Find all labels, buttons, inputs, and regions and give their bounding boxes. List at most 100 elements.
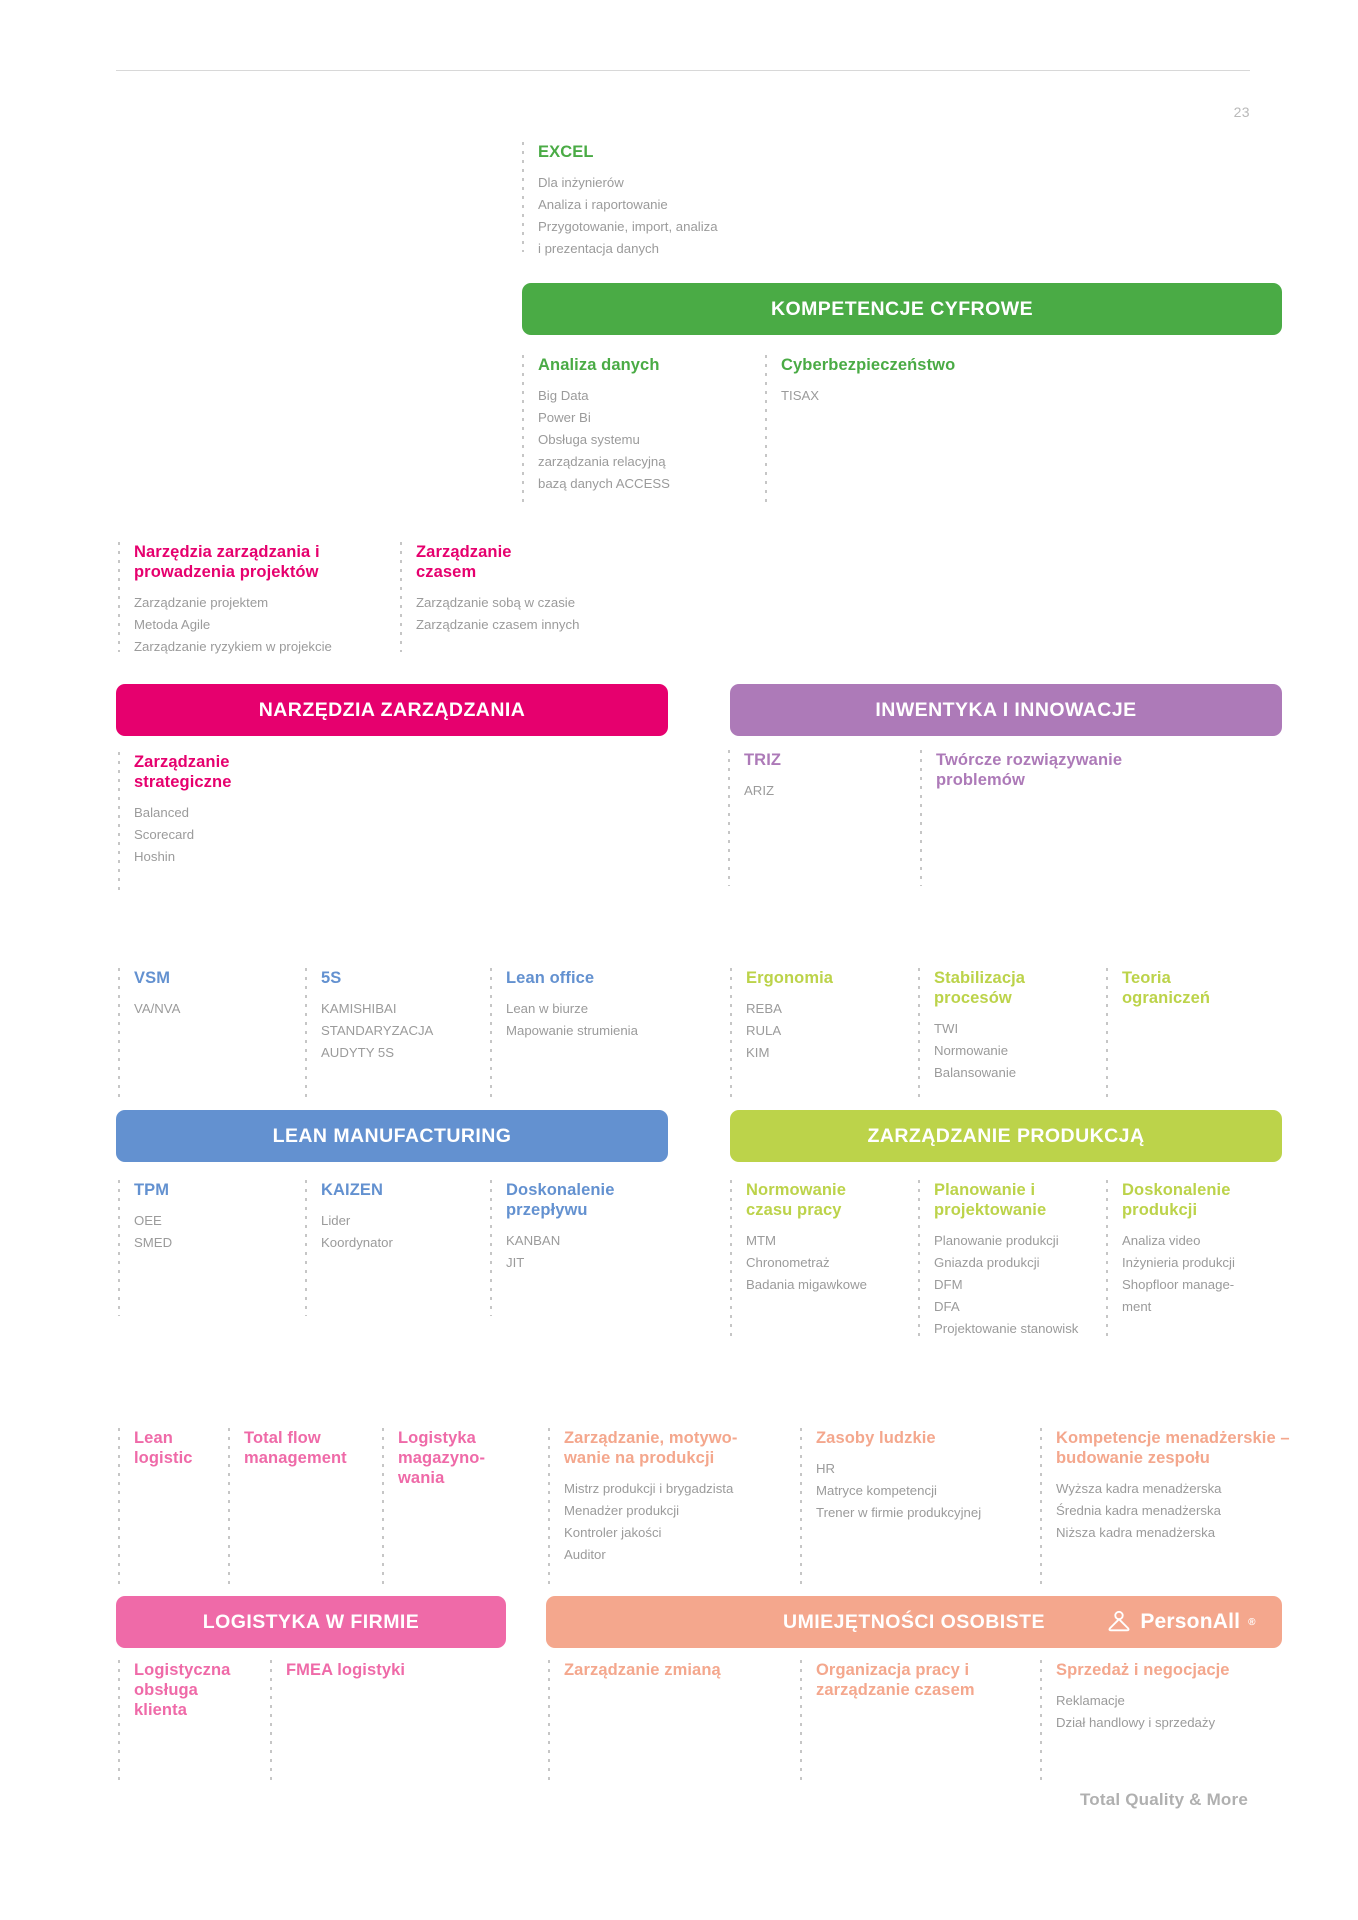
list-item: Mapowanie strumienia [506,1023,638,1039]
column-heading: 5S [321,969,342,987]
section-banner-kompetencje-cyfrowe[interactable]: KOMPETENCJE CYFROWE [522,283,1282,335]
section-banner-logistyka-w-firmie[interactable]: LOGISTYKA W FIRMIE [116,1596,506,1648]
column-heading: Cyberbezpieczeństwo [781,356,956,374]
list-item: OEE [134,1213,162,1229]
page-number: 23 [1233,104,1250,120]
column-zarzadzanie-motywowanie: Zarządzanie, motywo-wanie na produkcji M… [548,1428,788,1588]
column-heading: Lean office [506,969,595,987]
list-item: bazą danych ACCESS [538,475,670,491]
list-item: HR [816,1461,836,1477]
column-triz: TRIZ ARIZ [728,750,918,886]
column-heading: Zarządzanie strategiczne [134,753,232,792]
registered-mark: ® [1248,1616,1256,1628]
person-hanger-icon [1108,1610,1130,1632]
column-heading: Zasoby ludzkie [816,1429,936,1447]
column-heading: Lean logistic [134,1429,193,1468]
section-banner-umiejetnosci-osobiste[interactable]: UMIEJĘTNOŚCI OSOBISTE PersonAll ® [546,1596,1282,1648]
column-item-list: KAMISHIBAI STANDARYZACJA AUDYTY 5S [321,998,485,1064]
column-heading: KAIZEN [321,1181,384,1199]
column-analiza-danych: Analiza danych Big Data Power Bi Obsługa… [522,355,762,503]
column-item-list: Zarządzanie projektem Metoda Agile Zarzą… [134,592,388,658]
list-item: Reklamacje [1056,1693,1125,1709]
column-heading: Zarządzanie, motywo-wanie na produkcji [564,1429,738,1468]
column-doskonalenie-przeplywu: Doskonalenie przepływu KANBAN JIT [490,1180,690,1316]
banner-title: ZARZĄDZANIE PRODUKCJĄ [867,1124,1145,1147]
column-heading: Zarządzanie zmianą [564,1661,721,1679]
column-item-list: Planowanie produkcji Gniazda produkcji D… [934,1230,1103,1340]
list-item: ARIZ [744,783,775,799]
section-banner-lean-manufacturing[interactable]: LEAN MANUFACTURING [116,1110,668,1162]
column-item-list: Reklamacje Dział handlowy i sprzedaży [1056,1690,1290,1734]
footer-tagline: Total Quality & More [1079,1790,1248,1809]
column-normowanie-czasu-pracy: Normowanie czasu pracy MTM Chronometraż … [730,1180,915,1340]
column-teoria-ograniczen: Teoria ograniczeń [1106,968,1281,1098]
column-item-list: Dla inżynierów Analiza i raportowanie Pr… [538,172,802,260]
list-item: i prezentacja danych [538,240,659,256]
list-item: Normowanie [934,1043,1009,1059]
column-zasoby-ludzkie: Zasoby ludzkie HR Matryce kompetencji Tr… [800,1428,1045,1588]
column-heading: Planowanie i projektowanie [934,1181,1047,1220]
column-heading: Logistyka magazyno-wania [398,1429,486,1488]
section-banner-zarzadzanie-produkcja[interactable]: ZARZĄDZANIE PRODUKCJĄ [730,1110,1282,1162]
list-item: Shopfloor manage- [1122,1277,1235,1293]
list-item: Mistrz produkcji i brygadzista [564,1481,734,1497]
list-item: Scorecard [134,827,195,843]
column-heading: Twórcze rozwiązywanie problemów [936,751,1123,790]
list-item: Lider [321,1213,351,1229]
column-ergonomia: Ergonomia REBA RULA KIM [730,968,910,1098]
column-item-list: ARIZ [744,780,918,802]
list-item: Auditor [564,1546,606,1562]
list-item: Big Data [538,388,589,404]
list-item: Chronometraż [746,1255,830,1271]
column-fmea-logistyki: FMEA logistyki [270,1660,450,1785]
column-item-list: Wyższa kadra menadżerska Średnia kadra m… [1056,1478,1305,1544]
column-doskonalenie-produkcji: Doskonalenie produkcji Analiza video Inż… [1106,1180,1286,1340]
list-item: Średnia kadra menadżerska [1056,1503,1221,1519]
list-item: REBA [746,1001,782,1017]
column-logistyka-magazynowania: Logistyka magazyno-wania [382,1428,512,1588]
list-item: Kontroler jakości [564,1525,662,1541]
list-item: Obsługa systemu [538,431,640,447]
list-item: RULA [746,1023,782,1039]
column-heading: Kompetencje menadżerskie – budowanie zes… [1056,1429,1290,1468]
column-planowanie-i-projektowanie: Planowanie i projektowanie Planowanie pr… [918,1180,1103,1340]
column-item-list: MTM Chronometraż Badania migawkowe [746,1230,915,1296]
column-excel: EXCEL Dla inżynierów Analiza i raportowa… [522,142,802,256]
list-item: Planowanie produkcji [934,1233,1059,1249]
column-stabilizacja-procesow: Stabilizacja procesów TWI Normowanie Bal… [918,968,1103,1098]
column-item-list: Analiza video Inżynieria produkcji Shopf… [1122,1230,1286,1318]
column-heading: TRIZ [744,751,782,769]
personall-wordmark: PersonAll [1140,1610,1241,1633]
column-lean-logistic: Lean logistic [118,1428,228,1588]
list-item: MTM [746,1233,777,1249]
column-zarzadzanie-strategiczne: Zarządzanie strategiczne Balanced Scorec… [118,752,358,892]
list-item: Inżynieria produkcji [1122,1255,1235,1271]
column-heading: Doskonalenie przepływu [506,1181,615,1220]
list-item: Metoda Agile [134,617,211,633]
header-rule [116,70,1250,71]
list-item: Zarządzanie projektem [134,595,269,611]
section-banner-narzedzia-zarzadzania[interactable]: NARZĘDZIA ZARZĄDZANIA [116,684,668,736]
list-item: VA/NVA [134,1001,181,1017]
banner-title: UMIEJĘTNOŚCI OSOBISTE [783,1610,1045,1633]
column-zarzadzanie-czasem: Zarządzanie czasem Zarządzanie sobą w cz… [400,542,640,652]
list-item: Analiza video [1122,1233,1201,1249]
list-item: zarządzania relacyjną [538,453,666,469]
column-zarzadzanie-zmiana: Zarządzanie zmianą [548,1660,758,1785]
list-item: Balanced [134,805,189,821]
list-item: Matryce kompetencji [816,1483,937,1499]
list-item: DFM [934,1277,963,1293]
column-total-flow-management: Total flow management [228,1428,383,1588]
column-item-list: Zarządzanie sobą w czasie Zarządzanie cz… [416,592,640,636]
column-heading: EXCEL [538,143,594,161]
list-item: Lean w biurze [506,1001,589,1017]
list-item: Koordynator [321,1235,393,1251]
column-item-list: Balanced Scorecard Hoshin [134,802,358,868]
list-item: TWI [934,1021,959,1037]
section-banner-inwentyka-i-innowacje[interactable]: INWENTYKA I INNOWACJE [730,684,1282,736]
column-heading: FMEA logistyki [286,1661,406,1679]
list-item: Dział handlowy i sprzedaży [1056,1715,1216,1731]
column-item-list: Lean w biurze Mapowanie strumienia [506,998,690,1042]
list-item: SMED [134,1235,173,1251]
